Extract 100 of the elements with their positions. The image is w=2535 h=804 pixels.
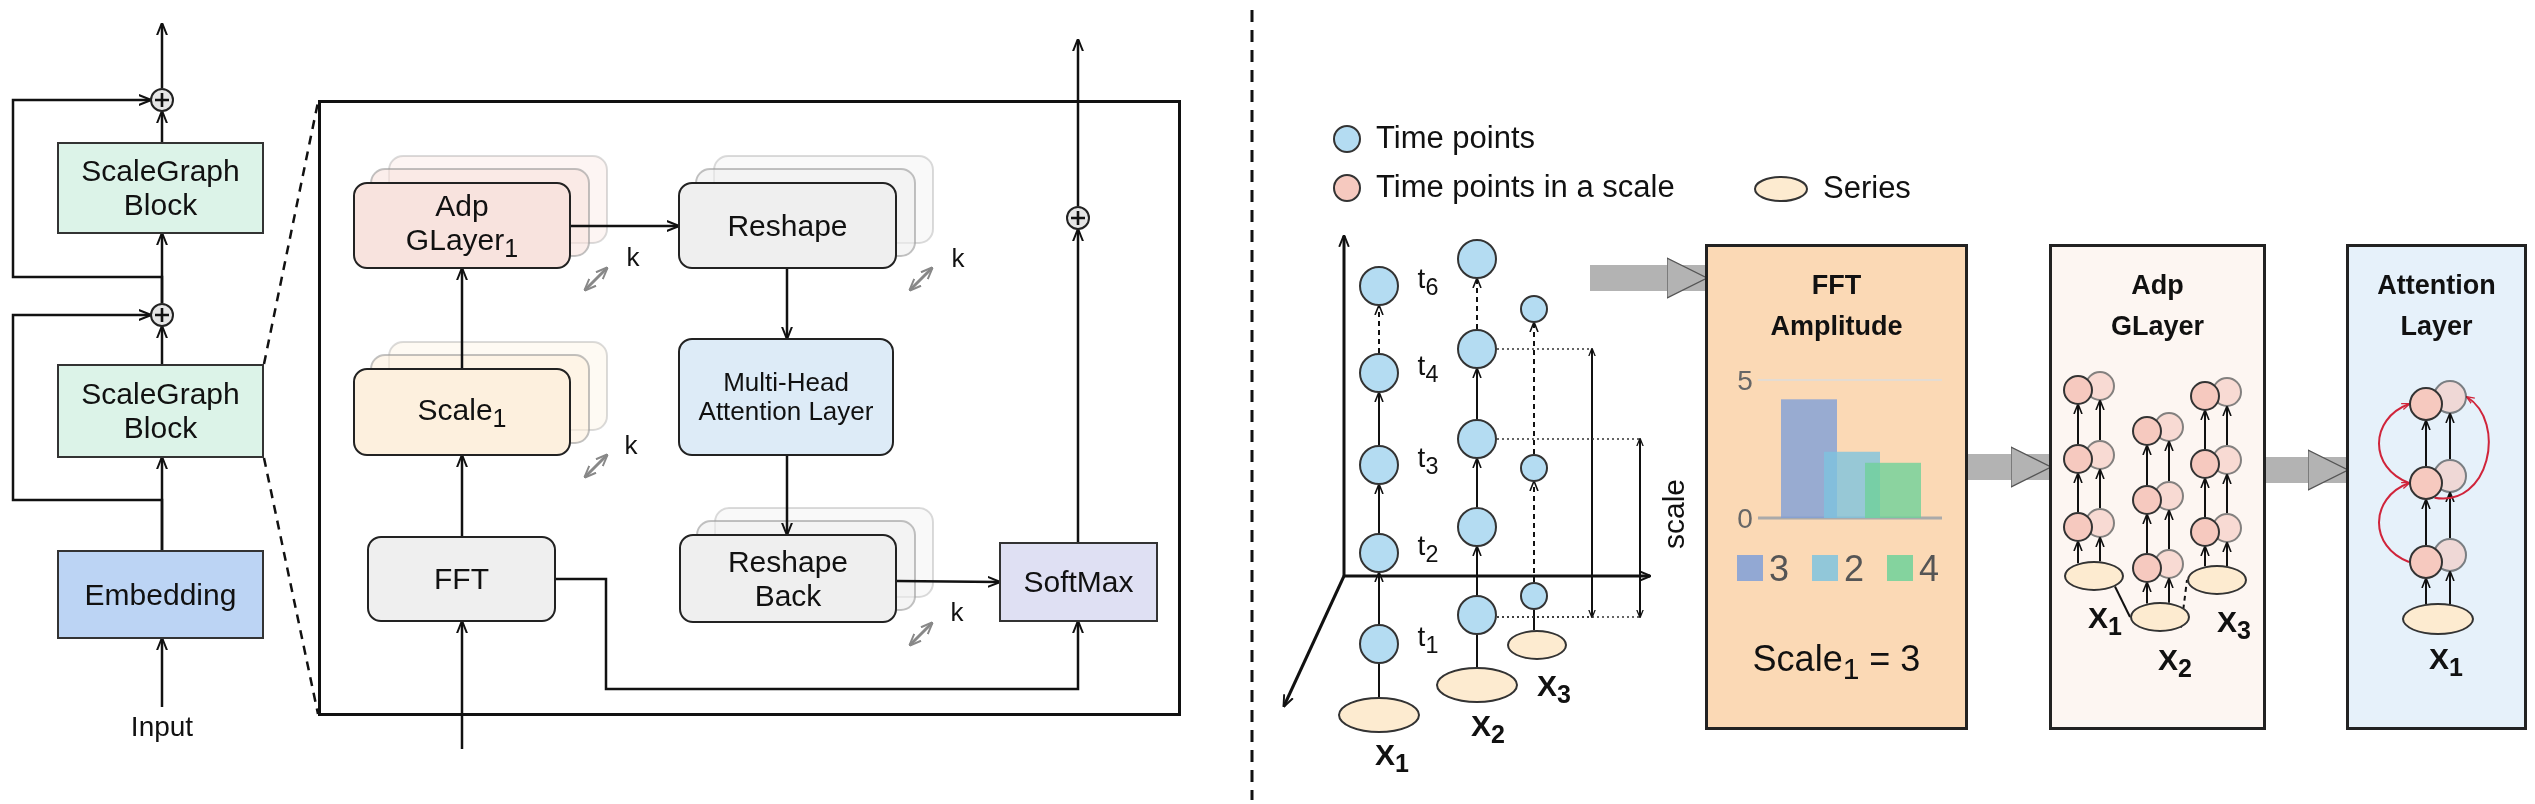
time-point-circle (2063, 375, 2093, 405)
legend-text: 2 (1844, 548, 1865, 589)
time-point-circle (2063, 512, 2093, 542)
process-box: Multi-Head Attention Layer (678, 338, 894, 456)
time-point-circle (1520, 295, 1548, 323)
arrow (1374, 571, 1384, 625)
arrow (1472, 457, 1482, 508)
arrow (2164, 440, 2174, 482)
time-point-circle (2085, 508, 2115, 538)
arrow (1472, 545, 1482, 596)
time-point-circle (2132, 485, 2162, 515)
time-label: t$_{4}$ (1417, 350, 1439, 388)
process-panel (1705, 244, 1968, 730)
panel-heading: Adp GLayer (2109, 269, 2206, 343)
arrow (2164, 577, 2174, 604)
arrow (2142, 513, 2152, 554)
arrow (2445, 412, 2455, 460)
time-point-circle (2409, 466, 2443, 500)
legend-text: 4 (1919, 548, 1940, 589)
time-label: t$_{2}$ (1417, 530, 1439, 568)
arrow (1374, 391, 1384, 446)
connector-line (1378, 663, 1380, 698)
legend-text: Time points (1376, 120, 1536, 156)
time-point-circle (2190, 449, 2220, 479)
arrow (2222, 473, 2232, 514)
time-point-circle (2132, 553, 2162, 583)
series-label: X$_{2}$ (2158, 643, 2192, 683)
series-ellipse (1507, 630, 1567, 660)
legend-text: 3 (1769, 548, 1790, 589)
arrow (1072, 37, 1084, 206)
connector-line (1476, 634, 1478, 668)
series-label: X$_{3}$ (1537, 669, 1571, 709)
series-label: X$_{2}$ (1471, 709, 1505, 749)
arrow (2142, 581, 2152, 605)
series-ellipse (2130, 602, 2190, 632)
block-box: ScaleGraph Block (57, 364, 264, 458)
time-point-circle (2409, 545, 2443, 579)
arrow (2421, 498, 2431, 546)
panel-heading: Attention Layer (2376, 269, 2497, 343)
process-box: Adp GLayer$_{1}$ (353, 182, 571, 269)
time-point-circle (2433, 380, 2467, 414)
arrow (2073, 403, 2083, 445)
arrow (2433, 395, 2490, 500)
arrow (2445, 491, 2455, 539)
arrow (2200, 477, 2210, 518)
arrow (2378, 482, 2411, 563)
arrow (2142, 444, 2152, 486)
arrow (11, 309, 164, 550)
process-panel (2346, 244, 2527, 730)
arrow (2378, 403, 2411, 484)
arrow (1072, 227, 1084, 542)
scale-label: scale (1657, 479, 1691, 549)
time-point-circle (2063, 444, 2093, 474)
arrow (556, 577, 1084, 691)
arrow (156, 324, 168, 364)
connector-line (1533, 609, 1535, 632)
arrow (781, 456, 793, 537)
time-point-circle (1457, 595, 1497, 635)
axis-tick-label: 0 (1737, 503, 1753, 534)
time-label: t$_{6}$ (1417, 263, 1439, 301)
arrow (2222, 405, 2232, 446)
time-point-circle (2085, 371, 2115, 401)
arrow (1529, 480, 1539, 583)
arrow (1472, 367, 1482, 420)
connector-line (2114, 585, 2131, 618)
series-ellipse (2187, 565, 2247, 595)
legend-text: Time points in a scale (1376, 169, 1675, 205)
series-label: X$_{1}$ (2429, 642, 2463, 682)
time-point-circle (1359, 533, 1399, 573)
panel-heading: FFT Amplitude (1769, 269, 1904, 343)
process-box: Reshape Back (679, 534, 897, 623)
process-panel (2049, 244, 2266, 730)
series-label: X$_{1}$ (2088, 601, 2122, 641)
legend-text: Series (1823, 170, 1911, 206)
time-point-circle (2190, 381, 2220, 411)
arrow (2421, 419, 2431, 467)
axis-tick-label: 5 (1737, 365, 1753, 396)
process-box: FFT (367, 536, 556, 622)
time-point-circle (1359, 445, 1399, 485)
time-point-circle (1359, 624, 1399, 664)
arrow (456, 453, 468, 536)
arrow (2073, 472, 2083, 513)
arrow (156, 21, 168, 88)
arrow (2222, 541, 2232, 567)
arrow (2164, 509, 2174, 550)
process-box: Reshape (678, 182, 897, 269)
time-label: t$_{3}$ (1417, 442, 1439, 480)
arrow (1374, 304, 1384, 354)
time-point-circle (2433, 538, 2467, 572)
time-point-circle (2212, 445, 2242, 475)
time-point-circle (2212, 513, 2242, 543)
time-point-circle (2409, 387, 2443, 421)
arrow (2445, 570, 2455, 605)
zoom-frame (318, 100, 1181, 716)
block-box: ScaleGraph Block (57, 142, 264, 234)
variable-label: k (950, 596, 964, 628)
arrow (2095, 536, 2105, 563)
time-point-circle (2433, 459, 2467, 493)
time-point-circle (1520, 454, 1548, 482)
time-point-circle (2190, 517, 2220, 547)
